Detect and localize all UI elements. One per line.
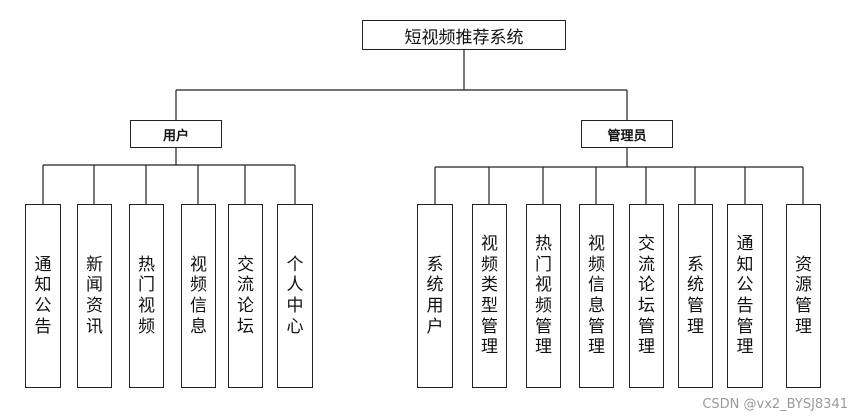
leaf-label: 交流论坛管理 (638, 233, 655, 358)
admin-item-system-mgmt: 系统管理 (678, 204, 713, 388)
leaf-label: 资源管理 (795, 254, 812, 337)
user-item-news: 新闻资讯 (77, 204, 112, 388)
admin-item-video-info-mgmt: 视频信息管理 (579, 204, 614, 388)
admin-item-resource-mgmt: 资源管理 (786, 204, 821, 388)
leaf-label: 新闻资讯 (86, 254, 103, 337)
admin-item-hot-video-mgmt: 热门视频管理 (526, 204, 561, 388)
user-label: 用户 (162, 128, 189, 144)
leaf-label: 系统管理 (687, 254, 704, 337)
user-item-personal-center: 个人中心 (277, 204, 313, 388)
root-node: 短视频推荐系统 (362, 20, 566, 50)
admin-item-video-type-mgmt: 视频类型管理 (472, 204, 507, 388)
leaf-label: 交流论坛 (237, 254, 254, 337)
leaf-label: 通知公告 (34, 254, 52, 337)
admin-item-forum-mgmt: 交流论坛管理 (629, 204, 664, 388)
leaf-label: 热门视频管理 (535, 233, 552, 358)
leaf-label: 通知公告管理 (736, 233, 754, 358)
admin-label: 管理员 (607, 128, 647, 144)
leaf-label: 热门视频 (138, 254, 155, 337)
user-item-video-info: 视频信息 (181, 204, 216, 388)
user-item-hot-videos: 热门视频 (129, 204, 164, 388)
admin-node: 管理员 (581, 120, 673, 148)
root-label: 短视频推荐系统 (404, 27, 524, 48)
user-item-forum: 交流论坛 (228, 204, 263, 388)
leaf-label: 系统用户 (426, 254, 444, 337)
leaf-label: 视频类型管理 (481, 233, 498, 358)
leaf-label: 个人中心 (286, 254, 304, 337)
leaf-label: 视频信息管理 (588, 233, 605, 358)
watermark-text: CSDN @vx2_BYSJ8341 (702, 397, 848, 412)
leaf-label: 视频信息 (190, 254, 207, 337)
user-node: 用户 (130, 120, 222, 148)
admin-item-system-users: 系统用户 (417, 204, 453, 388)
user-item-notice: 通知公告 (25, 204, 61, 388)
admin-item-notice-mgmt: 通知公告管理 (727, 204, 763, 388)
